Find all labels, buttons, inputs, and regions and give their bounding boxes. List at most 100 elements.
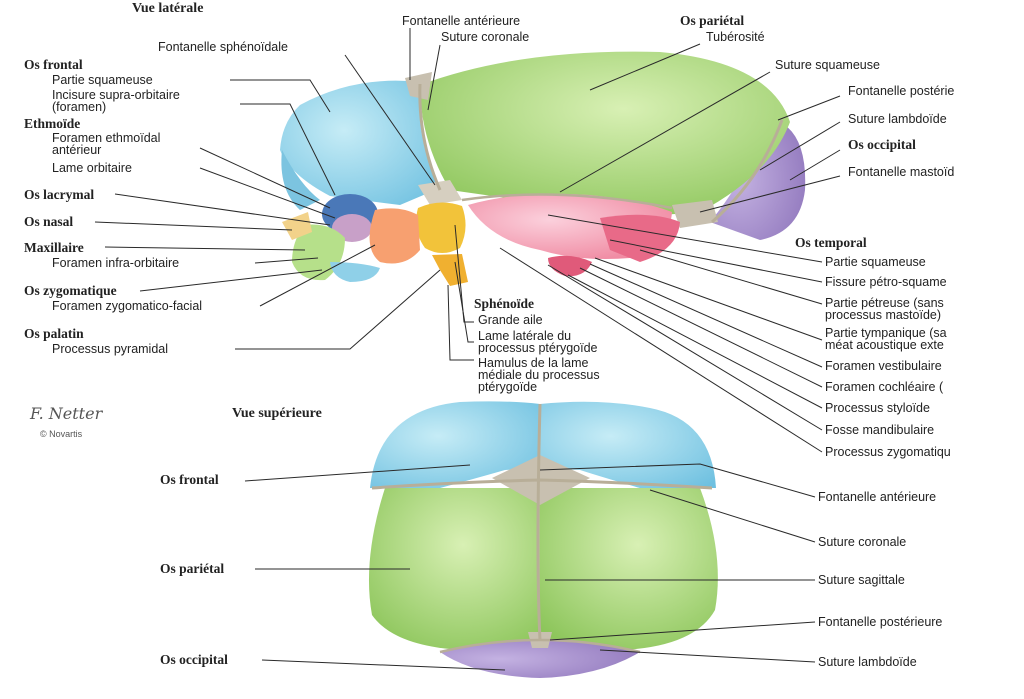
lateral-frontal-bone	[280, 80, 440, 205]
leader-os-lacry	[114, 193, 331, 226]
superior-frontal-right	[540, 401, 716, 488]
lateral-zygomatic-bone	[369, 208, 420, 264]
label-processus-styloide: Processus styloïde	[825, 401, 930, 415]
leader-lame-orb	[199, 167, 336, 219]
lateral-occipital-bone	[710, 118, 806, 240]
lateral-zygomatic-arch	[330, 262, 380, 282]
label-os-zygomatique: Os zygomatique	[24, 283, 117, 298]
label-suture-coronale-sup: Suture coronale	[818, 535, 907, 549]
lateral-squamous-suture	[461, 193, 673, 210]
leader-partie-tymp	[594, 257, 823, 341]
copyright-label: © Novartis	[40, 429, 83, 439]
lateral-mastoid-fontanelle	[672, 200, 718, 228]
label-suture-coronale-lat: Suture coronale	[441, 30, 530, 44]
leader-tuberosite	[589, 43, 701, 91]
leader-partie-petr	[639, 249, 823, 305]
label-os-frontal-sup: Os frontal	[160, 472, 219, 487]
label-incisure-1: Incisure supra-orbitaire	[52, 88, 180, 102]
label-partie-squameuse-frontal: Partie squameuse	[52, 73, 153, 87]
leader-suture-lamb	[759, 121, 841, 171]
leader-sup-os-occipital	[261, 659, 506, 671]
label-suture-squameuse: Suture squameuse	[775, 58, 880, 72]
label-fontanelle-post-sup: Fontanelle postérieure	[818, 615, 943, 629]
superior-sagittal-suture	[536, 403, 542, 641]
label-os-occipital-lat: Os occipital	[848, 137, 916, 152]
leader-foramen-zyg	[259, 244, 376, 307]
label-tuberosite: Tubérosité	[706, 30, 765, 44]
label-hamulus-1: Hamulus de la lame	[478, 356, 589, 370]
label-partie-petreuse-2: processus mastoïde)	[825, 308, 942, 322]
leader-processus-styl	[567, 274, 823, 409]
leader-fissure	[609, 239, 823, 283]
label-fontanelle-sphenoidale: Fontanelle sphénoïdale	[158, 40, 288, 54]
superior-skull	[368, 401, 718, 678]
superior-frontal-left	[370, 401, 540, 488]
label-fissure: Fissure pétro-squame	[825, 275, 947, 289]
leader-sup-font-ant	[539, 463, 816, 498]
leader-processus-zyg	[499, 247, 823, 453]
leader-sup-suture-cor	[649, 489, 816, 543]
superior-view-title: Vue supérieure	[232, 406, 322, 421]
leader-foramen-coch	[579, 267, 823, 388]
leader-incisure	[240, 103, 336, 196]
leader-font-mast	[699, 175, 841, 213]
label-foramen-vestibulaire: Foramen vestibulaire	[825, 359, 942, 373]
lateral-coronal-suture	[418, 83, 442, 191]
lateral-orbit-inner	[332, 214, 372, 242]
lateral-temporal-tympanic	[548, 255, 592, 277]
label-os-frontal-lat: Os frontal	[24, 57, 83, 72]
leader-fosse-mand	[547, 264, 823, 431]
label-fontanelle-mastoide: Fontanelle mastoïd	[848, 165, 955, 179]
lateral-pterygoid	[432, 254, 468, 286]
label-lame-lat-2: processus ptérygoïde	[478, 341, 598, 355]
label-os-nasal: Os nasal	[24, 214, 74, 229]
label-partie-tymp-1: Partie tympanique (sa	[825, 326, 947, 340]
label-os-lacrymal: Os lacrymal	[24, 187, 95, 202]
lateral-frontal-lower	[281, 150, 320, 210]
label-processus-zygomatique: Processus zygomatiqu	[825, 445, 951, 459]
superior-occipital	[440, 640, 640, 678]
leader-os-nasal	[94, 221, 293, 231]
label-processus-pyramidal: Processus pyramidal	[52, 342, 169, 356]
label-fontanelle-post-lat: Fontanelle postérie	[848, 84, 955, 98]
label-foramen-ethm-2: antérieur	[52, 143, 102, 157]
lateral-sphenoid-bone	[416, 202, 466, 253]
leader-font-post	[777, 95, 841, 121]
leader-suture-coronale	[427, 44, 441, 111]
label-os-palatin: Os palatin	[24, 326, 84, 341]
label-incisure-2: (foramen)	[52, 100, 107, 114]
lateral-lambdoid-suture	[711, 119, 784, 224]
leader-partie-squam-f	[230, 79, 331, 113]
label-maxillaire: Maxillaire	[24, 240, 84, 255]
superior-coronal-suture	[371, 478, 713, 490]
leader-suture-squam	[559, 71, 771, 193]
label-lame-lat-1: Lame latérale du	[478, 329, 572, 343]
label-foramen-infra: Foramen infra-orbitaire	[52, 256, 180, 270]
lateral-nasal-bone	[282, 212, 312, 240]
label-os-parietal-sup: Os pariétal	[160, 561, 225, 576]
label-lame-orbitaire: Lame orbitaire	[52, 161, 132, 175]
label-partie-tymp-2: méat acoustique exte	[825, 338, 944, 352]
label-partie-squameuse-temporal: Partie squameuse	[825, 255, 926, 269]
label-foramen-zyg: Foramen zygomatico-facial	[52, 299, 203, 313]
leader-partie-squam-t	[547, 214, 823, 263]
superior-parietal-right	[540, 488, 718, 651]
leader-grande-aile	[454, 224, 474, 323]
label-fontanelle-ant-sup: Fontanelle antérieure	[818, 490, 937, 504]
label-foramen-cochleaire: Foramen cochléaire (	[825, 380, 944, 394]
lateral-skull	[280, 51, 806, 286]
label-sphenoide: Sphénoïde	[474, 296, 535, 311]
leader-foramen-infra	[254, 257, 319, 264]
leader-sup-os-frontal	[244, 464, 471, 482]
leader-foramen-ethm	[199, 147, 331, 209]
leader-foramen-vest	[589, 263, 823, 368]
superior-lambdoid-suture	[439, 638, 641, 654]
label-os-temporal: Os temporal	[795, 235, 867, 250]
label-hamulus-3: ptérygoïde	[478, 380, 538, 394]
leader-font-sphen	[344, 54, 436, 186]
label-hamulus-2: médiale du processus	[478, 368, 600, 382]
lateral-sphenoid-fontanelle	[418, 180, 462, 205]
leader-processus-pyr	[235, 269, 441, 350]
